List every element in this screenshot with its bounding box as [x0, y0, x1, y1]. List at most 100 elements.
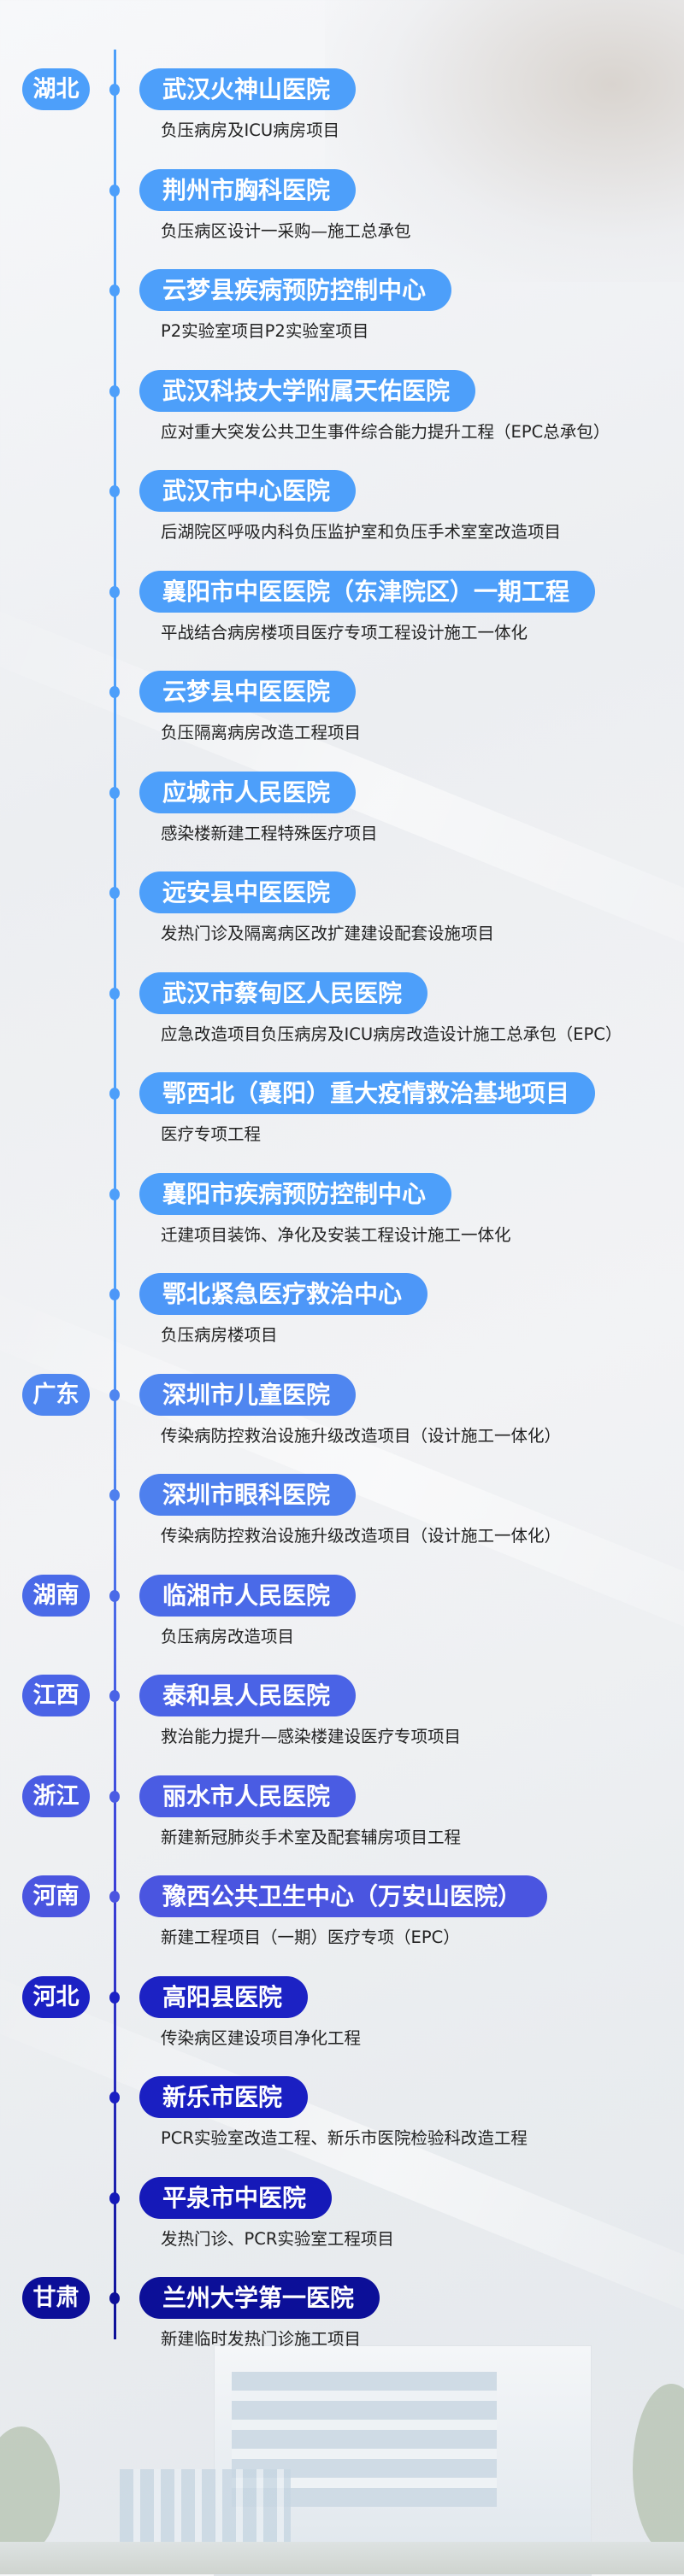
project-description: 发热门诊、PCR实验室工程项目	[161, 2228, 394, 2249]
timeline-dot	[109, 1489, 120, 1501]
project-description: 新建新冠肺炎手术室及配套辅房项目工程	[161, 1827, 462, 1847]
timeline-dot	[109, 1891, 120, 1903]
timeline-dot	[109, 2192, 120, 2204]
timeline-item: 武汉市蔡甸区人民医院应急改造项目负压病房及ICU病房改造设计施工总承包（EPC）	[0, 971, 684, 1058]
hospital-name-pill: 武汉市蔡甸区人民医院	[139, 971, 428, 1014]
hospital-name-pill: 丽水市人民医院	[139, 1775, 357, 1817]
province-badge: 江西	[22, 1675, 90, 1716]
timeline-dot	[109, 2092, 120, 2104]
project-description: 新建临时发热门诊施工项目	[161, 2329, 362, 2349]
hospital-name-pill: 泰和县人民医院	[139, 1675, 357, 1716]
timeline-dot	[109, 887, 120, 899]
timeline-item: 荆州市胸科医院负压病区设计一采购—施工总承包	[0, 168, 684, 255]
timeline-dot	[109, 1388, 120, 1401]
province-badge: 广东	[22, 1373, 90, 1416]
project-description: 负压病房改造项目	[161, 1626, 295, 1646]
hospital-name-pill: 豫西公共卫生中心（万安山医院）	[139, 1875, 548, 1917]
project-description: 后湖院区呼吸内科负压监护室和负压手术室室改造项目	[161, 522, 562, 542]
hospital-name-pill: 荆州市胸科医院	[139, 168, 357, 211]
timeline-item: 远安县中医医院发热门诊及隔离病区改扩建建设配套设施项目	[0, 871, 684, 957]
project-description: 应急改造项目负压病房及ICU病房改造设计施工总承包（EPC）	[161, 1024, 622, 1044]
hospital-name-pill: 兰州大学第一医院	[139, 2277, 380, 2319]
hospital-name-pill: 襄阳市疾病预防控制中心	[139, 1172, 452, 1215]
project-description: 迁建项目装饰、净化及安装工程设计施工一体化	[161, 1224, 511, 1245]
timeline-item: 应城市人民医院感染楼新建工程特殊医疗项目	[0, 771, 684, 857]
timeline-dot	[109, 384, 120, 397]
project-description: 负压病房及ICU病房项目	[161, 120, 340, 140]
province-badge: 甘肃	[22, 2277, 90, 2319]
timeline-item: 武汉科技大学附属天佑医院应对重大突发公共卫生事件综合能力提升工程（EPC总承包）	[0, 369, 684, 455]
timeline-item: 甘肃 兰州大学第一医院新建临时发热门诊施工项目	[0, 2277, 684, 2362]
timeline-dot	[109, 1088, 120, 1100]
timeline-item: 湖南 临湘市人民医院负压病房改造项目	[0, 1574, 684, 1660]
timeline-item: 河北 高阳县医院传染病区建设项目净化工程	[0, 1975, 684, 2062]
timeline-dot	[109, 1288, 120, 1300]
project-description: 救治能力提升—感染楼建设医疗专项项目	[161, 1727, 462, 1746]
hospital-name-pill: 远安县中医医院	[139, 871, 357, 913]
hospital-name-pill: 深圳市眼科医院	[139, 1474, 357, 1516]
hospital-name-pill: 新乐市医院	[139, 2076, 309, 2118]
timeline-dot	[109, 686, 120, 698]
timeline-item: 云梦县中医医院负压隔离病房改造工程项目	[0, 671, 684, 756]
project-description: 平战结合病房楼项目医疗专项工程设计施工一体化	[161, 622, 528, 643]
hospital-name-pill: 武汉市中心医院	[139, 470, 357, 512]
timeline-dot	[109, 1790, 120, 1803]
timeline-dot	[109, 184, 120, 197]
timeline-dot	[109, 1589, 120, 1602]
timeline-item: 深圳市眼科医院传染病防控救治设施升级改造项目（设计施工一体化）	[0, 1474, 684, 1559]
hospital-name-pill: 应城市人民医院	[139, 771, 357, 813]
timeline-item: 武汉市中心医院后湖院区呼吸内科负压监护室和负压手术室室改造项目	[0, 470, 684, 555]
project-description: 负压隔离病房改造工程项目	[161, 723, 362, 742]
tree-illustration	[633, 2384, 684, 2555]
hospital-name-pill: 临湘市人民医院	[139, 1574, 357, 1617]
timeline-item: 鄂北紧急医疗救治中心负压病房楼项目	[0, 1273, 684, 1358]
hospital-name-pill: 深圳市儿童医院	[139, 1373, 357, 1416]
hospital-name-pill: 平泉市中医院	[139, 2176, 333, 2219]
project-description: 传染病防控救治设施升级改造项目（设计施工一体化）	[161, 1526, 562, 1546]
hospital-name-pill: 武汉火神山医院	[139, 68, 357, 110]
project-description: PCR实验室改造工程、新乐市医院检验科改造工程	[161, 2128, 528, 2148]
timeline-dot	[109, 585, 120, 598]
project-description: 负压病区设计一采购—施工总承包	[161, 220, 411, 241]
timeline-item: 襄阳市中医医院（东津院区）一期工程平战结合病房楼项目医疗专项工程设计施工一体化	[0, 570, 684, 656]
project-description: 传染病防控救治设施升级改造项目（设计施工一体化）	[161, 1425, 562, 1446]
province-badge: 河北	[22, 1975, 90, 2018]
timeline-item: 河南豫西公共卫生中心（万安山医院）新建工程项目（一期）医疗专项（EPC）	[0, 1875, 684, 1961]
project-description: 应对重大突发公共卫生事件综合能力提升工程（EPC总承包）	[161, 421, 610, 442]
project-description: 医疗专项工程	[161, 1124, 262, 1144]
hospital-name-pill: 鄂西北（襄阳）重大疫情救治基地项目	[139, 1072, 596, 1114]
province-badge: 浙江	[22, 1775, 90, 1817]
timeline-dot	[109, 1690, 120, 1702]
hospital-name-pill: 鄂北紧急医疗救治中心	[139, 1273, 428, 1315]
project-description: 发热门诊及隔离病区改扩建建设配套设施项目	[161, 924, 495, 943]
project-description: 传染病区建设项目净化工程	[161, 2027, 362, 2048]
project-description: 感染楼新建工程特殊医疗项目	[161, 823, 378, 843]
timeline-item: 襄阳市疾病预防控制中心迁建项目装饰、净化及安装工程设计施工一体化	[0, 1172, 684, 1259]
timeline-dot	[109, 2292, 120, 2304]
timeline-item: 平泉市中医院发热门诊、PCR实验室工程项目	[0, 2176, 684, 2262]
timeline-item: 新乐市医院 PCR实验室改造工程、新乐市医院检验科改造工程	[0, 2076, 684, 2162]
timeline-dot	[109, 485, 120, 497]
province-badge: 湖南	[22, 1574, 90, 1617]
hospital-name-pill: 云梦县中医医院	[139, 671, 357, 713]
project-description: P2实验室项目P2实验室项目	[161, 321, 369, 341]
timeline-item: 浙江 丽水市人民医院新建新冠肺炎手术室及配套辅房项目工程	[0, 1775, 684, 1861]
ground-illustration	[0, 2542, 684, 2574]
hospital-name-pill: 武汉科技大学附属天佑医院	[139, 369, 476, 412]
timeline-dot	[109, 1188, 120, 1200]
province-badge: 湖北	[22, 68, 90, 110]
timeline-item: 江西 泰和县人民医院救治能力提升—感染楼建设医疗专项项目	[0, 1675, 684, 1760]
timeline-dot	[109, 1991, 120, 2004]
timeline-dot	[109, 987, 120, 1000]
timeline-item: 湖北 武汉火神山医院负压病房及ICU病房项目	[0, 68, 684, 154]
hospital-name-pill: 襄阳市中医医院（东津院区）一期工程	[139, 570, 596, 613]
tree-illustration	[0, 2426, 60, 2555]
timeline-dot	[109, 285, 120, 296]
timeline-dot	[109, 786, 120, 799]
hospital-name-pill: 高阳县医院	[139, 1975, 309, 2018]
background-photo-hand	[325, 0, 684, 282]
project-description: 新建工程项目（一期）医疗专项（EPC）	[161, 1928, 460, 1947]
timeline-dot	[109, 84, 120, 96]
project-description: 负压病房楼项目	[161, 1325, 278, 1345]
